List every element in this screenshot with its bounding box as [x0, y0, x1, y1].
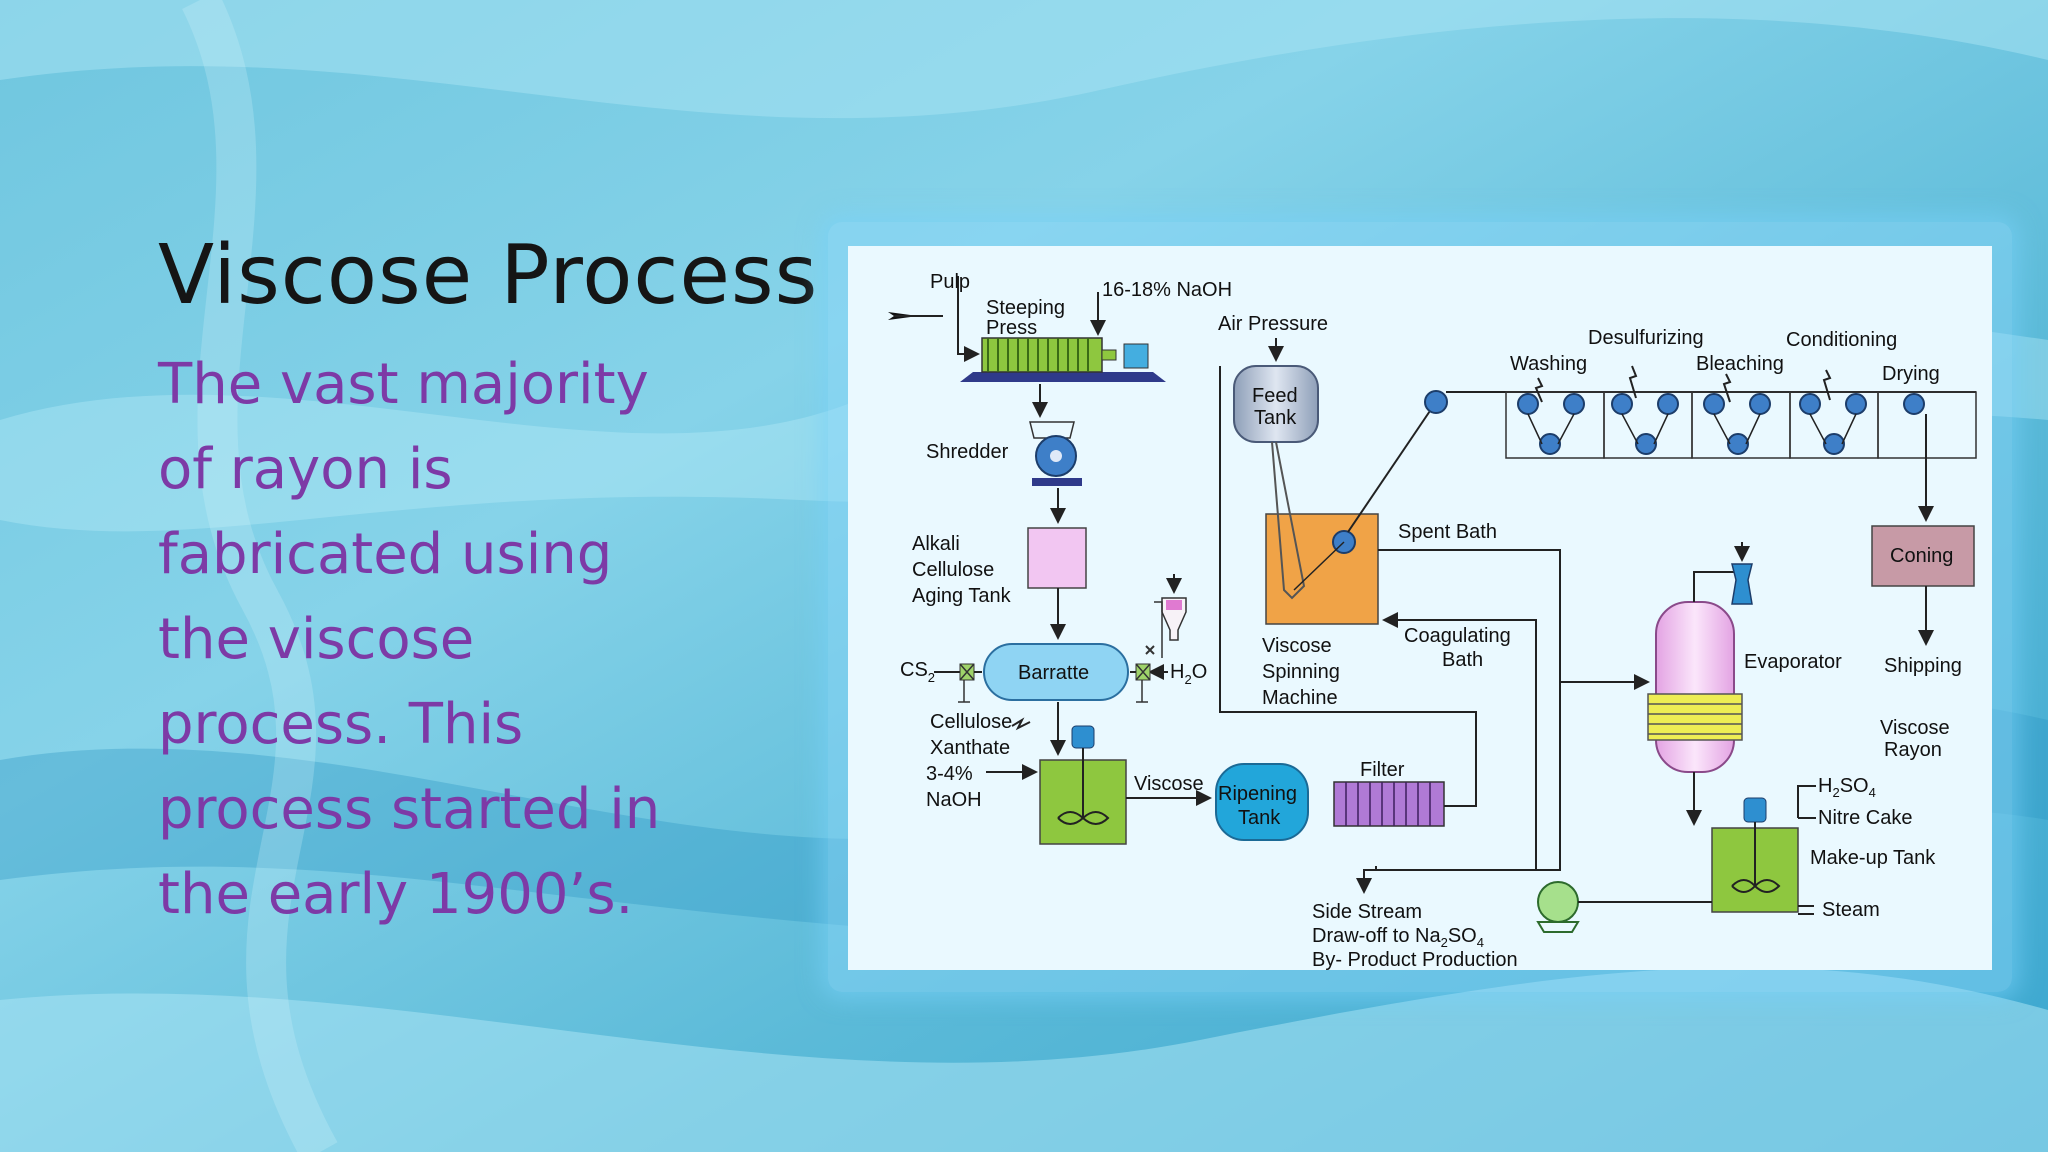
steeping-press [960, 337, 1166, 382]
viscose-process-diagram: Pulp Steeping Press 16-18% NaOH Shredder… [848, 246, 1992, 970]
steam-label: Steam [1822, 899, 1880, 921]
viscose-spinning-machine [1265, 441, 1379, 625]
viscose-rayon-label: Viscose Rayon [1880, 717, 1955, 761]
shredder [1029, 421, 1082, 486]
slide-title: Viscose Process [158, 228, 819, 323]
steeping-press-label: Steeping Press [986, 297, 1071, 339]
alkali-cellulose-label: Alkali Cellulose Aging Tank [912, 533, 1012, 607]
conditioning-label: Conditioning [1786, 329, 1897, 351]
h2so4-label: H2SO4 [1818, 775, 1876, 800]
coning-label: Coning [1890, 545, 1953, 567]
shredder-label: Shredder [926, 441, 1009, 463]
viscose-flow-label: Viscose [1134, 773, 1204, 795]
slide-body-text: The vast majority of rayon is fabricated… [158, 352, 661, 927]
drying-label: Drying [1882, 363, 1940, 385]
feed-tank-label: Feed Tank [1252, 385, 1303, 429]
alkali-cellulose-aging-tank [1027, 527, 1087, 589]
cellulose-xanthate-label: Cellulose Xanthate [930, 711, 1018, 759]
h2o-valve [1135, 663, 1151, 703]
condenser-ejector [1731, 542, 1753, 605]
by-product-label: By- Product Production [1312, 949, 1518, 970]
side-stream-label: Side Stream [1312, 901, 1422, 923]
nitre-cake-label: Nitre Cake [1818, 807, 1912, 829]
barratte-label: Barratte [1018, 662, 1089, 684]
air-pressure-label: Air Pressure [1218, 313, 1328, 335]
naoh-16-18-label: 16-18% NaOH [1102, 279, 1232, 301]
xanthate-mixing-tank [1039, 725, 1127, 845]
ripening-tank [1215, 763, 1309, 841]
filter-unit [1333, 781, 1445, 827]
evaporator-label: Evaporator [1744, 651, 1842, 673]
naoh-3-4-label: 3-4% NaOH [926, 763, 982, 811]
filter-label: Filter [1360, 759, 1405, 781]
bleaching-label: Bleaching [1696, 353, 1784, 375]
pulp-label: Pulp [930, 271, 970, 293]
barratte-vessel [983, 643, 1129, 701]
bath-chemical-arrows [1534, 365, 1832, 403]
side-stream-drawoff-label: Draw-off to Na2SO4 [1312, 925, 1484, 950]
coagulating-bath-label: Coagulating Bath [1404, 625, 1516, 671]
spent-bath-label: Spent Bath [1398, 521, 1497, 543]
make-up-tank-label: Make-up Tank [1810, 847, 1936, 869]
shipping-label: Shipping [1884, 655, 1962, 677]
cs2-valve [958, 663, 975, 703]
ripening-tank-label: Ripening Tank [1218, 783, 1303, 829]
cs2-label: CS2 [900, 659, 935, 685]
washing-label: Washing [1510, 353, 1587, 375]
make-up-tank [1711, 797, 1799, 913]
godet-roller [1424, 390, 1448, 414]
viscose-spinning-machine-label: Viscose Spinning Machine [1262, 635, 1345, 709]
dosing-funnel [1145, 574, 1187, 658]
h2o-label: H2O [1170, 661, 1207, 687]
evaporator [1647, 601, 1743, 773]
coning-box [1871, 525, 1975, 587]
desulfurizing-label: Desulfurizing [1588, 327, 1704, 349]
pulp-input [888, 276, 980, 362]
